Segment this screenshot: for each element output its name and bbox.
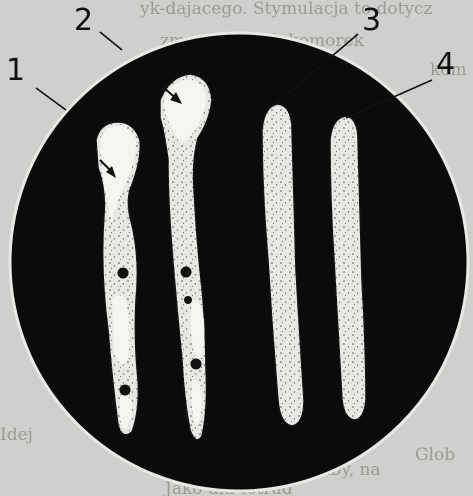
microscope-field: [10, 33, 468, 491]
label-3: 3: [362, 3, 381, 38]
nucleus: [181, 267, 192, 278]
label-4: 4: [436, 47, 455, 82]
nucleus: [191, 359, 202, 370]
page-text-line: yk-dajacego. Stymulacja to dotycz: [139, 0, 433, 19]
label-2: 2: [74, 3, 93, 38]
leader-line-2: [100, 32, 122, 50]
page-text-line: Glob: [415, 445, 455, 465]
nucleus: [118, 268, 129, 279]
nucleus: [120, 385, 131, 396]
leader-line-1: [36, 88, 66, 110]
page-text-line: Idej: [0, 425, 33, 445]
nucleus: [184, 296, 192, 304]
label-1: 1: [6, 53, 25, 88]
